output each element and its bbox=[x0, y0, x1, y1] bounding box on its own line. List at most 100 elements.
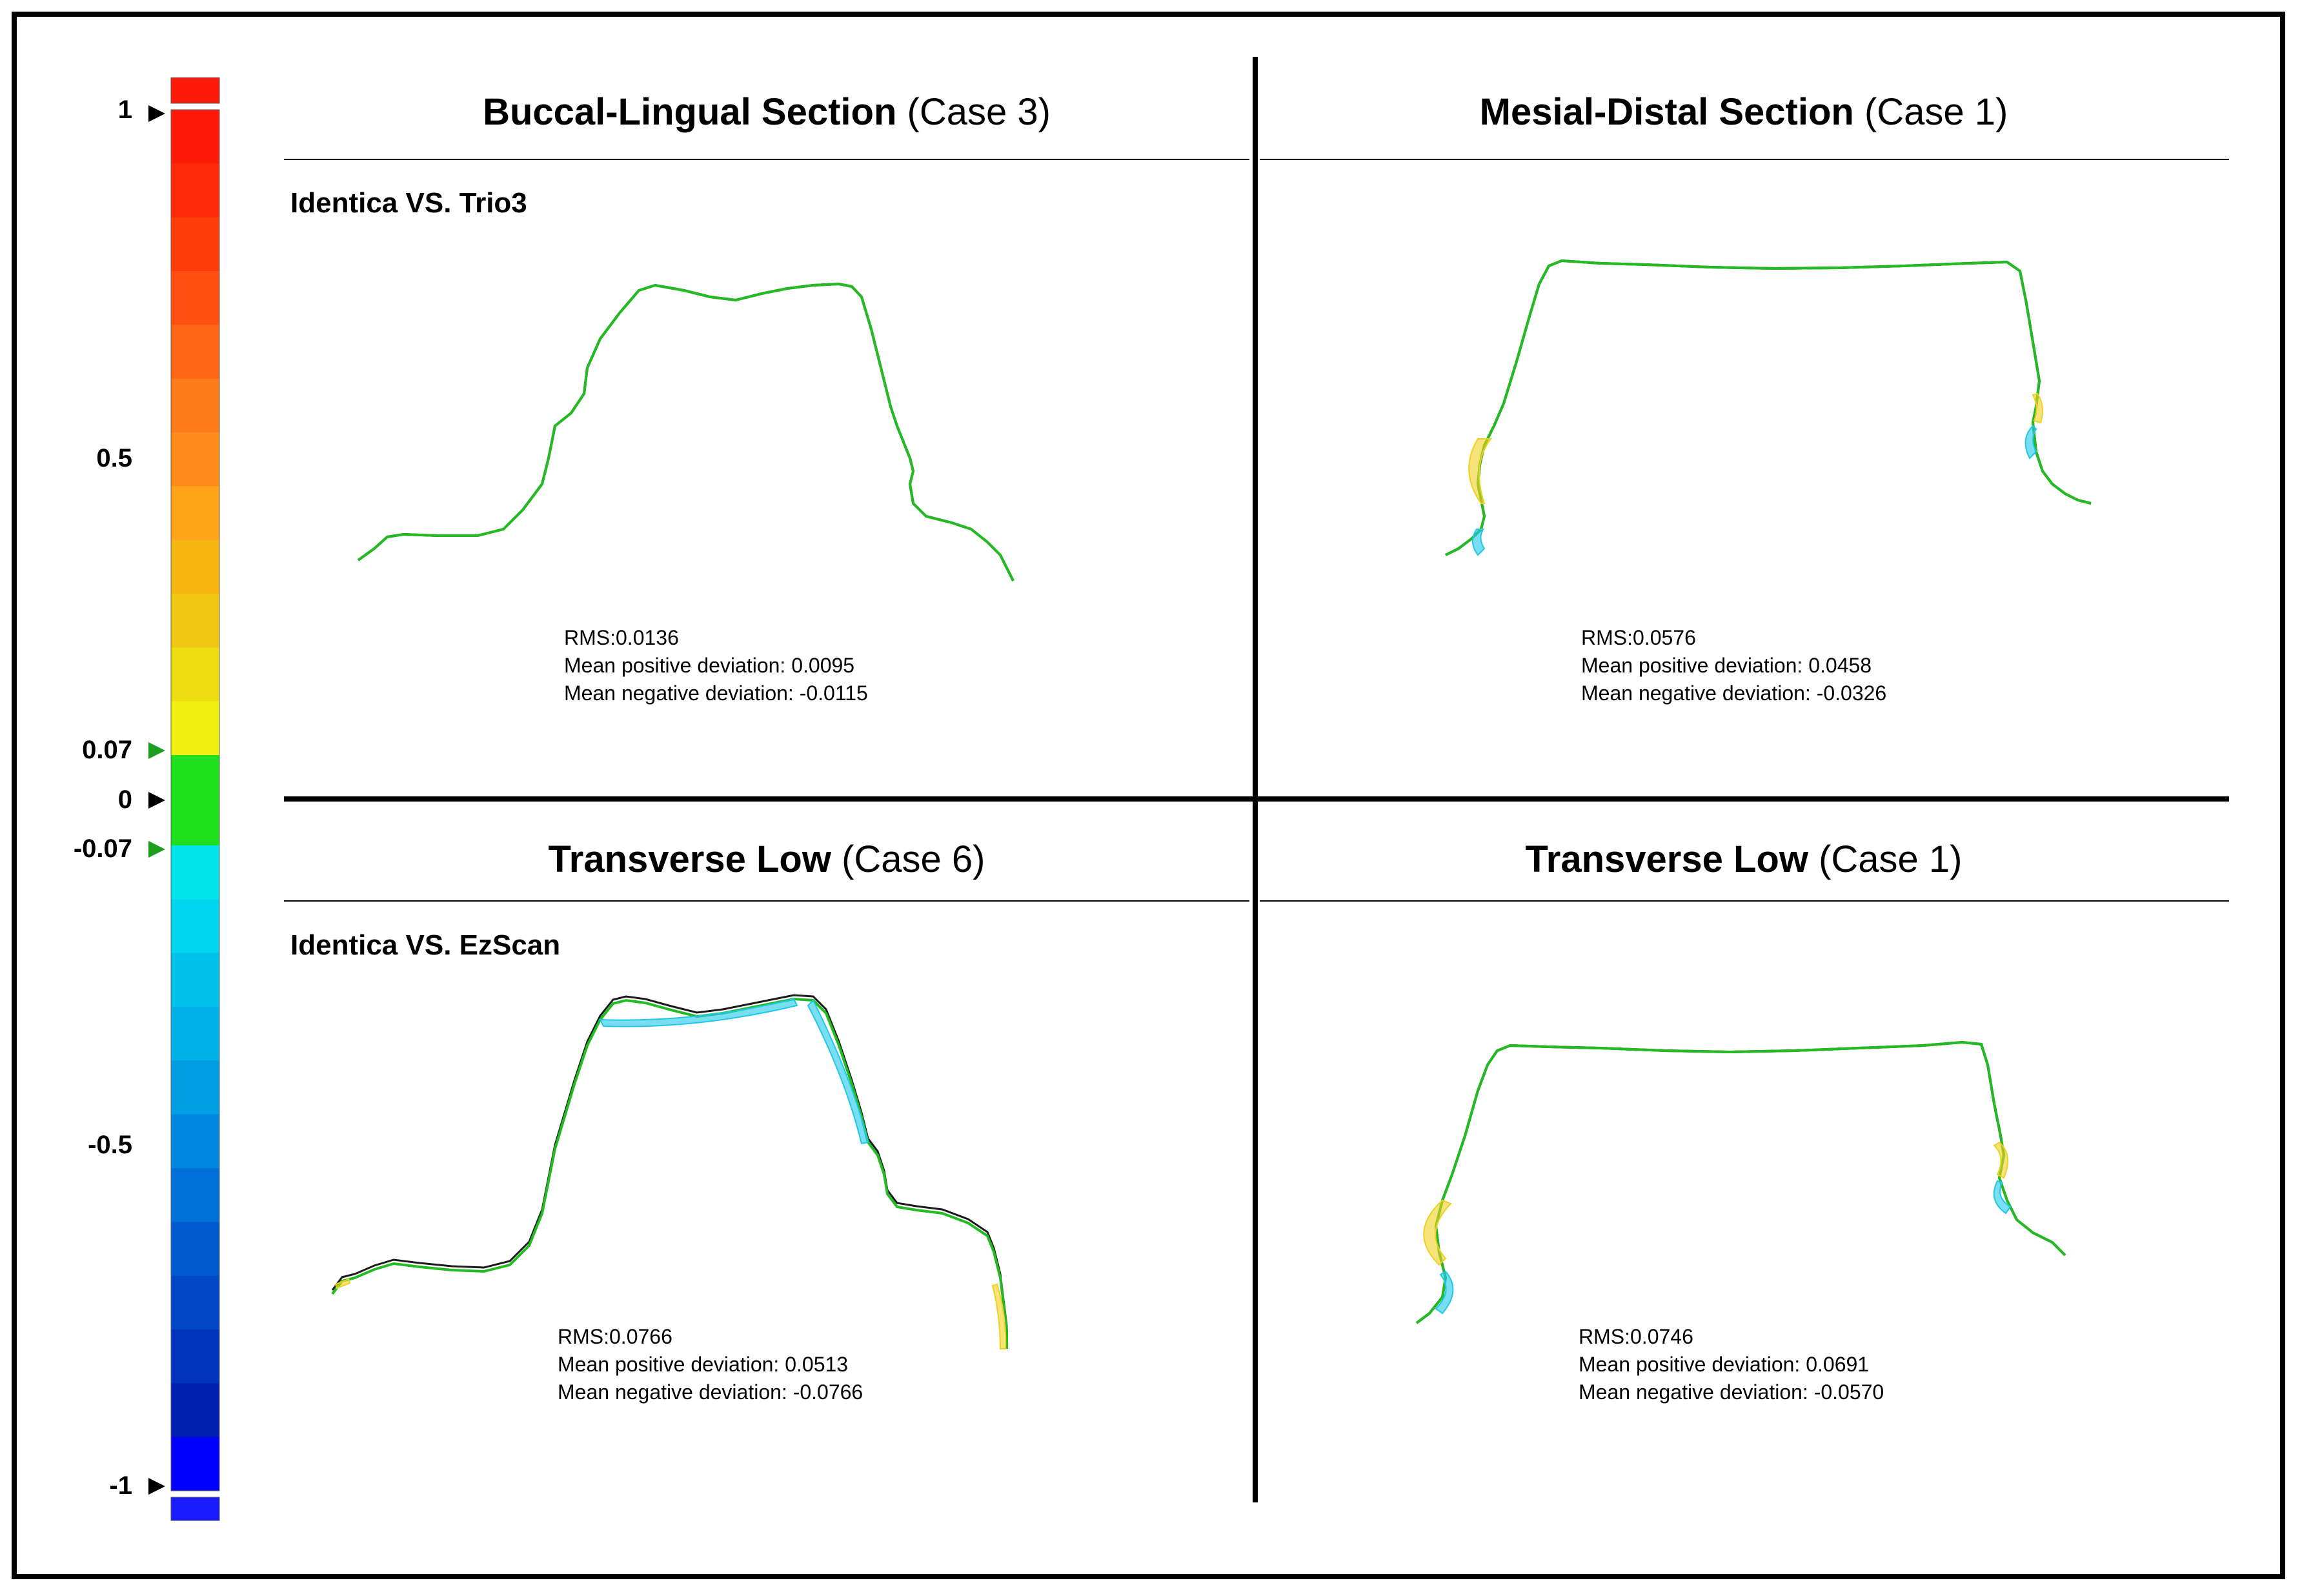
panel-title-transverse-low-case1: Transverse Low (Case 1) bbox=[1260, 838, 2228, 881]
panel-title-case: (Case 1) bbox=[1864, 91, 2008, 133]
scale-swatch bbox=[171, 701, 219, 756]
panel-title-case: (Case 3) bbox=[907, 91, 1051, 133]
pair-label-trio3: Identica VS. Trio3 bbox=[290, 187, 527, 219]
scale-swatch bbox=[171, 1168, 219, 1222]
panel-rule bbox=[1260, 900, 2229, 902]
scale-swatch bbox=[171, 378, 219, 433]
reference-profile bbox=[1445, 259, 2092, 556]
scale-swatch bbox=[171, 1060, 219, 1115]
scale-border bbox=[170, 109, 220, 1491]
scale-marker-0.07 bbox=[148, 742, 165, 759]
scale-swatch bbox=[171, 594, 219, 648]
mean-negative-deviation: Mean negative deviation: -0.0766 bbox=[558, 1380, 863, 1404]
deviation-stats: RMS:0.0136 Mean positive deviation: 0.00… bbox=[564, 624, 868, 707]
negative-deviation-patch bbox=[807, 999, 869, 1145]
scale-marker-0 bbox=[148, 792, 165, 809]
scale-swatch bbox=[171, 271, 219, 325]
scale-swatch bbox=[171, 845, 219, 900]
panel-title-buccal-lingual: Buccal-Lingual Section (Case 3) bbox=[284, 90, 1249, 134]
vertical-divider bbox=[1253, 57, 1258, 1502]
scale-swatch bbox=[171, 1007, 219, 1061]
panel-title-transverse-low-case6: Transverse Low (Case 6) bbox=[284, 838, 1249, 881]
rms-value: RMS:0.0576 bbox=[1581, 626, 1696, 649]
negative-deviation-patch bbox=[1435, 1270, 1454, 1315]
scale-marker-minus-1 bbox=[148, 1478, 165, 1495]
scale-swatch bbox=[171, 540, 219, 594]
rms-value: RMS:0.0766 bbox=[558, 1325, 672, 1348]
scale-swatch bbox=[171, 1275, 219, 1330]
scale-marker-1 bbox=[148, 105, 165, 122]
mean-positive-deviation: Mean positive deviation: 0.0691 bbox=[1579, 1353, 1870, 1376]
scale-swatch bbox=[171, 486, 219, 541]
mean-positive-deviation: Mean positive deviation: 0.0095 bbox=[564, 654, 855, 677]
panel-rule bbox=[284, 900, 1249, 902]
negative-deviation-patch bbox=[1472, 529, 1486, 556]
negative-deviation-patch bbox=[599, 998, 798, 1027]
scale-label-0.07: 0.07 bbox=[82, 736, 132, 764]
scale-marker-minus-0.07 bbox=[148, 841, 165, 858]
profile-plot-mesial-distal bbox=[1445, 259, 2092, 556]
scale-label-minus-1: -1 bbox=[109, 1471, 132, 1500]
scale-label-minus-0.5: -0.5 bbox=[88, 1131, 132, 1159]
deviation-stats: RMS:0.0746 Mean positive deviation: 0.06… bbox=[1579, 1323, 1884, 1406]
panel-rule bbox=[1260, 159, 2229, 160]
test-profile bbox=[357, 282, 1015, 581]
positive-deviation-patch bbox=[2032, 392, 2044, 424]
scale-swatch bbox=[171, 432, 219, 487]
scale-swatch bbox=[171, 899, 219, 954]
negative-deviation-patch bbox=[1993, 1180, 2012, 1215]
scale-swatch bbox=[171, 217, 219, 272]
scale-swatch bbox=[171, 1383, 219, 1438]
horizontal-divider bbox=[284, 796, 2229, 802]
rms-value: RMS:0.0746 bbox=[1579, 1325, 1693, 1348]
mean-negative-deviation: Mean negative deviation: -0.0115 bbox=[564, 682, 868, 705]
scale-label-0: 0 bbox=[117, 785, 132, 814]
panel-title-bold: Buccal-Lingual Section bbox=[483, 91, 897, 133]
scale-swatch bbox=[171, 1114, 219, 1169]
scale-cap-bottom bbox=[170, 1497, 220, 1521]
scale-swatch bbox=[171, 953, 219, 1007]
rms-value: RMS:0.0136 bbox=[564, 626, 679, 649]
scale-swatch bbox=[171, 1437, 219, 1491]
negative-deviation-patch bbox=[2024, 425, 2037, 460]
profile-plot-buccal-lingual bbox=[357, 282, 1015, 581]
panel-title-bold: Transverse Low bbox=[1525, 838, 1808, 880]
mean-negative-deviation: Mean negative deviation: -0.0326 bbox=[1581, 682, 1887, 705]
mean-positive-deviation: Mean positive deviation: 0.0458 bbox=[1581, 654, 1872, 677]
deviation-stats: RMS:0.0576 Mean positive deviation: 0.04… bbox=[1581, 624, 1886, 707]
figure-frame bbox=[12, 12, 2285, 1579]
pair-label-ezscan: Identica VS. EzScan bbox=[290, 929, 561, 961]
panel-title-bold: Transverse Low bbox=[548, 838, 831, 880]
positive-deviation-patch bbox=[1993, 1141, 2009, 1179]
panel-title-mesial-distal: Mesial-Distal Section (Case 1) bbox=[1260, 90, 2228, 134]
panel-title-bold: Mesial-Distal Section bbox=[1479, 91, 1854, 133]
panel-rule bbox=[284, 159, 1249, 160]
reference-profile bbox=[1415, 1040, 2066, 1324]
mean-negative-deviation: Mean negative deviation: -0.0570 bbox=[1579, 1380, 1884, 1404]
test-profile bbox=[1445, 259, 2092, 556]
profile-plot-transverse-low-case1 bbox=[1415, 1040, 2066, 1324]
scale-label-minus-0.07: -0.07 bbox=[73, 834, 132, 863]
scale-label-0.5: 0.5 bbox=[96, 444, 132, 472]
reference-profile bbox=[331, 994, 1008, 1345]
positive-deviation-patch bbox=[1423, 1199, 1452, 1266]
scale-swatch bbox=[171, 755, 219, 846]
scale-swatch bbox=[171, 325, 219, 379]
scale-swatch bbox=[171, 1222, 219, 1277]
color-scale-bar bbox=[170, 77, 220, 1521]
test-profile bbox=[331, 997, 1008, 1349]
scale-swatch bbox=[171, 163, 219, 218]
mean-positive-deviation: Mean positive deviation: 0.0513 bbox=[558, 1353, 849, 1376]
scale-cap-top bbox=[170, 77, 220, 104]
panel-title-case: (Case 1) bbox=[1819, 838, 1963, 880]
scale-swatch bbox=[171, 110, 219, 164]
deviation-stats: RMS:0.0766 Mean positive deviation: 0.05… bbox=[558, 1323, 863, 1406]
scale-swatch bbox=[171, 647, 219, 702]
profile-plot-transverse-low-case6 bbox=[331, 994, 1008, 1349]
positive-deviation-patch bbox=[334, 1278, 351, 1289]
positive-deviation-patch bbox=[1468, 438, 1492, 504]
test-profile bbox=[1415, 1040, 2066, 1324]
positive-deviation-patch bbox=[991, 1283, 1007, 1349]
scale-swatch bbox=[171, 1329, 219, 1384]
scale-label-1: 1 bbox=[117, 96, 132, 124]
